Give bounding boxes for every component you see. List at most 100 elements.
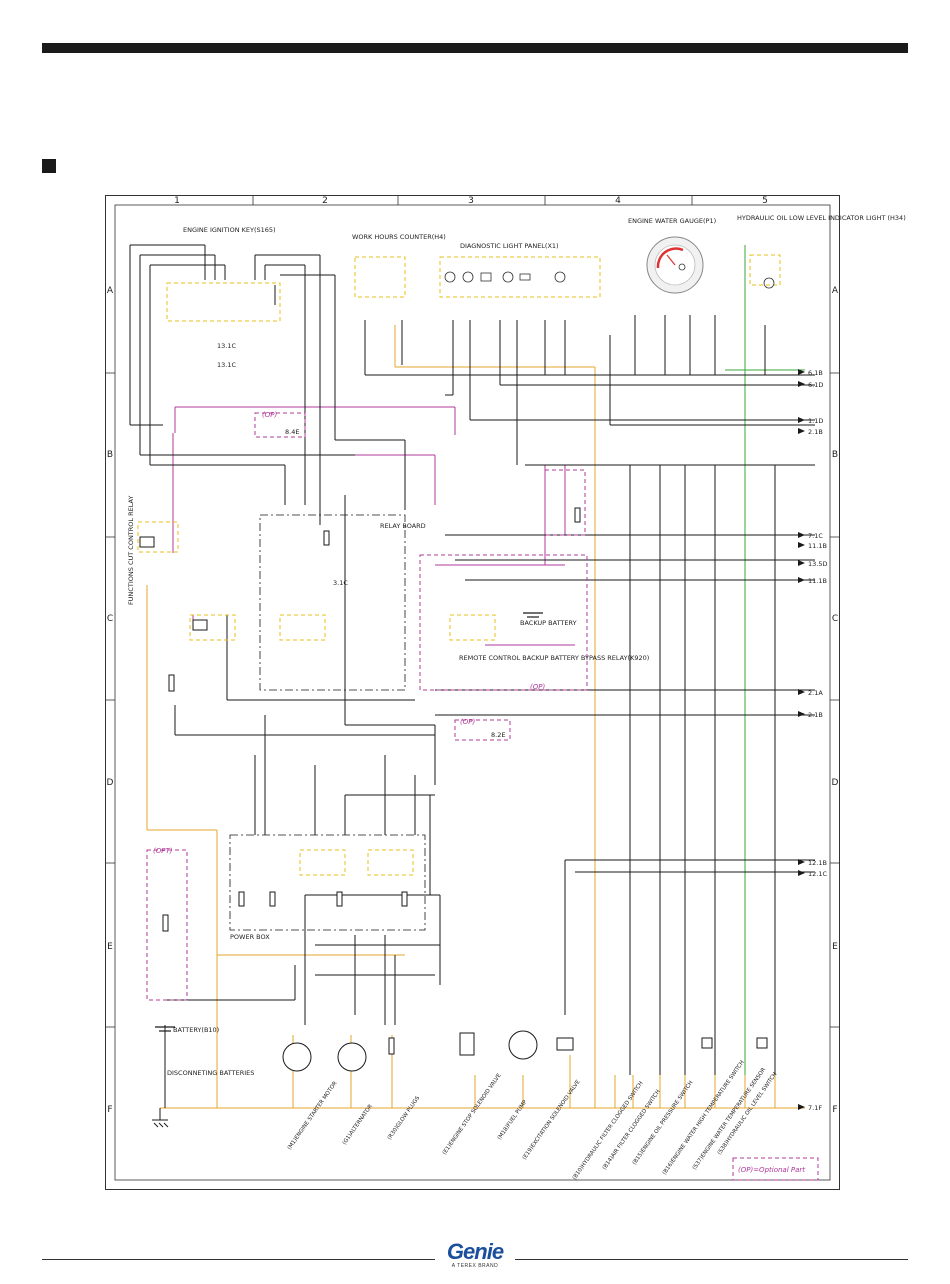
label-battery: BATTERY(B10) xyxy=(173,1026,219,1034)
row-label-c-right: C xyxy=(832,614,838,624)
ref-6-1d: 6.1D xyxy=(808,381,823,389)
fuses xyxy=(162,507,581,1055)
op-box-8-4e xyxy=(254,412,306,438)
func-cut-relay-coil xyxy=(139,536,155,548)
cross-refs: 13.1C 13.1C 8.4E 8.2E 3.1C 6.1B 6.1D 1.1… xyxy=(217,342,827,1112)
row-label-e-right: E xyxy=(832,942,838,952)
row-label-b-right: B xyxy=(832,450,838,460)
label-fuel-pump: (M18)FUEL PUMP xyxy=(497,1099,529,1141)
optional-pink-boxes xyxy=(146,412,819,1181)
power-relay-2-box xyxy=(367,849,414,876)
ground-wires xyxy=(146,325,805,1109)
ref-arrows xyxy=(798,369,805,1110)
label-remote-relay: REMOTE CONTROL BACKUP BATTERY BYPASS REL… xyxy=(459,654,649,662)
alternator-symbol xyxy=(337,1042,367,1072)
ref-7-1f: 7.1F xyxy=(808,1104,822,1112)
row-label-a-right: A xyxy=(832,286,839,296)
ref-6-1b: 6.1B xyxy=(808,369,823,377)
opt-box-battery xyxy=(146,849,188,1001)
footer-rule-right xyxy=(515,1259,908,1260)
ref-7-1c: 7.1C xyxy=(808,532,823,540)
dashdot-boxes xyxy=(229,514,426,931)
section-bullet xyxy=(42,159,56,173)
ref-8-2e: 8.2E xyxy=(491,731,505,739)
bottom-labels: (M1)ENGINE STARTER MOTOR (G1)ALTERNATOR … xyxy=(287,1060,779,1181)
label-optional-part: (OP)=Optional Part xyxy=(738,1166,805,1174)
ground-symbol xyxy=(152,1108,169,1128)
oil-level-switch-symbol xyxy=(756,1037,768,1049)
label-water-gauge: ENGINE WATER GAUGE(P1) xyxy=(628,217,716,225)
label-backup-battery: BACKUP BATTERY xyxy=(520,619,577,627)
ref-13-1c: 13.1C xyxy=(217,342,236,350)
label-starter-motor: (M1)ENGINE STARTER MOTOR xyxy=(287,1080,339,1151)
row-label-b: B xyxy=(107,450,113,460)
relay-board-box xyxy=(259,514,406,691)
label-opt: (OPT) xyxy=(153,847,173,855)
label-excitation-solenoid: (E19)EXCITATION SOLENOID VALVE xyxy=(522,1079,582,1161)
optional-part-box xyxy=(732,1157,819,1181)
relay-coils xyxy=(139,536,208,631)
schematic-frame xyxy=(105,195,840,1190)
row-label-f: F xyxy=(107,1105,112,1115)
row-label-a: A xyxy=(107,286,114,296)
label-ignition-key: ENGINE IGNITION KEY(S165) xyxy=(183,226,276,234)
relay-k-box xyxy=(279,614,326,641)
label-alternator: (G1)ALTERNATOR xyxy=(342,1103,374,1146)
row-label-e: E xyxy=(107,942,113,952)
wiring-schematic: 1 2 3 4 5 A B C D E F A B C D E F xyxy=(105,195,906,1181)
battery-symbols xyxy=(155,612,543,1032)
black-wires xyxy=(129,244,815,1108)
component-labels: ENGINE IGNITION KEY(S165) WORK HOURS COU… xyxy=(127,214,906,1077)
ref-3-1c: 3.1C xyxy=(333,579,348,587)
label-disconnect: DISCONNETING BATTERIES xyxy=(167,1069,254,1077)
optional-labels: (OP)=Optional Part (OPT) (OP) (OP) (OP) xyxy=(153,411,805,1174)
logo-tagline: A TEREX BRAND xyxy=(451,1263,499,1269)
header-bar xyxy=(42,43,908,53)
column-labels: 1 2 3 4 5 xyxy=(174,196,768,206)
fuel-pump-symbol xyxy=(508,1030,538,1060)
ref-2-1b-b: 2.1B xyxy=(808,711,823,719)
ignition-key-box xyxy=(166,282,281,322)
col-label-4: 4 xyxy=(615,196,621,206)
power-box xyxy=(229,834,426,931)
excitation-solenoid-symbol xyxy=(556,1037,574,1051)
genie-logo: Genie A TEREX BRAND xyxy=(437,1239,513,1270)
row-label-d-right: D xyxy=(832,778,839,788)
label-op-1: (OP) xyxy=(262,411,277,419)
label-power-box: POWER BOX xyxy=(230,933,270,941)
footer-rule-left xyxy=(42,1259,435,1260)
op-box-fuse xyxy=(544,469,586,536)
diag-panel-box xyxy=(439,256,601,298)
inner-frame xyxy=(114,204,831,1181)
ref-12-1c: 12.1C xyxy=(808,870,827,878)
ref-11-1b-b: 11.1B xyxy=(808,577,827,585)
op-box-8-2e xyxy=(454,719,511,741)
purple-wires xyxy=(172,406,805,646)
power-relay-1-box xyxy=(299,849,346,876)
grid-lines xyxy=(105,195,840,1028)
col-label-1: 1 xyxy=(174,196,180,206)
hyd-light-box xyxy=(749,254,781,286)
ref-13-1c-b: 13.1C xyxy=(217,361,236,369)
label-relay-board: RELAY BOARD xyxy=(380,522,426,530)
label-work-hours: WORK HOURS COUNTER(H4) xyxy=(352,233,446,241)
ref-13-5d: 13.5D xyxy=(808,560,827,568)
label-stop-solenoid: (E1)ENGINE STOP SOLENOID VALVE xyxy=(442,1072,503,1156)
row-labels: A B C D E F A B C D E F xyxy=(107,286,839,1115)
ref-8-4e: 8.4E xyxy=(285,428,299,436)
label-op-2: (OP) xyxy=(460,718,475,726)
hours-counter-box xyxy=(354,256,406,298)
logo-wordmark: Genie xyxy=(446,1239,504,1264)
label-oil-pressure-switch: (B15)ENGINE OIL PRESSURE SWITCH xyxy=(632,1080,695,1166)
row-label-c: C xyxy=(107,614,113,624)
col-label-3: 3 xyxy=(468,196,474,206)
label-func-cut-relay: FUNCTIONS CUT CONTROL RELAY xyxy=(127,496,135,605)
col-label-5: 5 xyxy=(762,196,768,206)
row-label-f-right: F xyxy=(832,1105,837,1115)
col-label-2: 2 xyxy=(322,196,328,206)
ref-12-1b: 12.1B xyxy=(808,859,827,867)
starter-motor-symbol xyxy=(282,1042,312,1072)
ref-2-1b: 2.1B xyxy=(808,428,823,436)
water-temp-switch-symbol xyxy=(701,1037,713,1049)
water-gauge-symbol xyxy=(646,236,704,294)
